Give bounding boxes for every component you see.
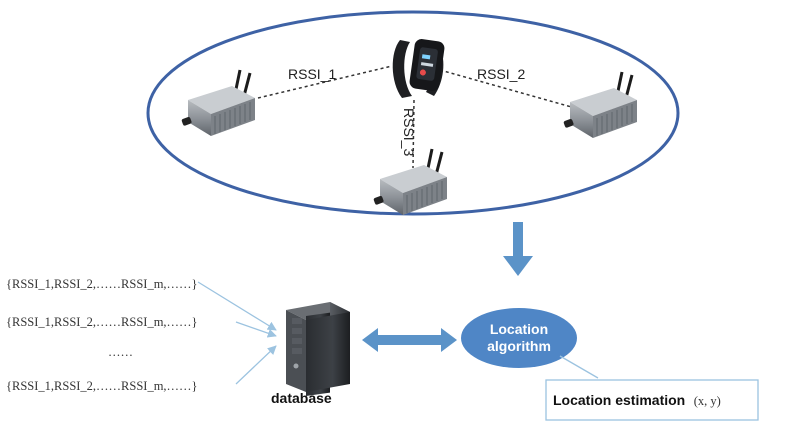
bidirectional-arrow-icon — [362, 328, 457, 352]
fingerprint-arrow — [235, 321, 277, 338]
estimation-connector — [559, 355, 599, 379]
database-server-icon — [286, 302, 350, 396]
link-rssi-2 — [439, 69, 576, 109]
coverage-ellipse — [146, 10, 680, 216]
location-estimation-text: Location estimation (x, y) — [553, 392, 721, 409]
estimation-label: Location estimation — [553, 392, 685, 408]
location-algorithm-node — [461, 308, 577, 368]
rssi-1-label: RSSI_1 — [288, 66, 336, 82]
gateway-icon — [373, 148, 447, 215]
rssi-2-label: RSSI_2 — [477, 66, 525, 82]
algorithm-label-line1: Location — [490, 321, 548, 337]
smart-band-icon — [392, 39, 445, 98]
gateway-icon — [181, 69, 255, 136]
down-arrow-icon — [503, 222, 533, 276]
rssi-3-label: RSSI_3 — [401, 108, 417, 156]
gateway-icon — [563, 71, 637, 138]
fingerprint-row: {RSSI_1,RSSI_2,……RSSI_m,……} — [6, 379, 198, 393]
database-label: database — [271, 390, 332, 406]
link-rssi-3 — [412, 99, 415, 169]
link-rssi-1 — [257, 65, 393, 99]
location-estimation-box — [545, 379, 759, 421]
fingerprint-row: {RSSI_1,RSSI_2,……RSSI_m,……} — [6, 277, 198, 291]
fingerprint-row: {RSSI_1,RSSI_2,……RSSI_m,……} — [6, 315, 198, 329]
fingerprint-arrow — [197, 281, 277, 331]
fingerprint-arrow — [235, 345, 277, 385]
algorithm-label-line2: algorithm — [487, 338, 551, 354]
estimation-coords: (x, y) — [694, 394, 721, 408]
fingerprint-ellipsis: …… — [108, 345, 133, 359]
